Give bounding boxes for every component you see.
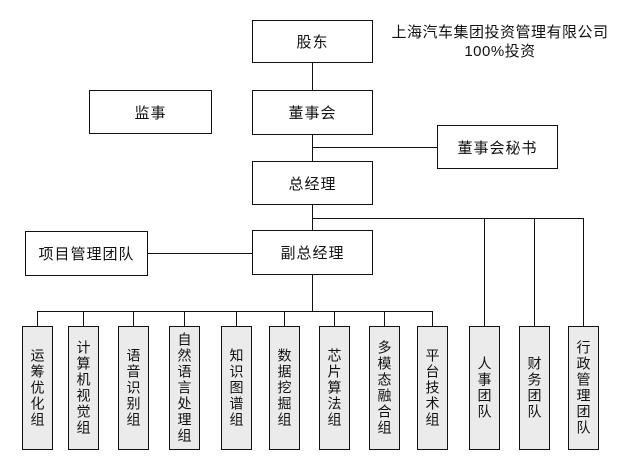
connector-drop-admin-team xyxy=(582,218,585,327)
connector-drop-group-9 xyxy=(431,311,434,327)
dept-box-speech-recognition: 语音识别组 xyxy=(118,326,149,450)
dept-label: 计算机视觉组 xyxy=(75,340,92,436)
dept-label: 多模态融合组 xyxy=(376,340,393,436)
dept-box-hr-team: 人事团队 xyxy=(469,326,500,450)
node-supervisor-label: 监事 xyxy=(134,104,167,122)
connector-drop-group-6 xyxy=(283,311,286,327)
dept-box-multimodal-fusion: 多模态融合组 xyxy=(369,326,400,450)
dept-box-knowledge-graph: 知识图谱组 xyxy=(221,326,252,450)
connector-drop-group-7 xyxy=(333,311,336,327)
dept-box-finance-team: 财务团队 xyxy=(519,326,550,450)
dept-label: 知识图谱组 xyxy=(228,348,245,428)
dept-label: 行政管理团队 xyxy=(575,340,592,436)
connector-gm-teams-branch xyxy=(311,217,585,219)
connector-drop-group-5 xyxy=(235,311,238,327)
connector-drop-group-2 xyxy=(82,311,85,327)
node-project-management-team: 项目管理团队 xyxy=(25,231,148,276)
dept-label: 运筹优化组 xyxy=(29,348,46,428)
connector-board-secretary xyxy=(312,146,437,148)
connector-board-gm xyxy=(311,134,314,162)
connector-drop-group-4 xyxy=(183,311,186,327)
node-deputy-general-manager: 副总经理 xyxy=(252,230,373,275)
node-general-manager: 总经理 xyxy=(252,161,373,205)
dept-label: 平台技术组 xyxy=(424,348,441,428)
node-general-manager-label: 总经理 xyxy=(288,175,337,193)
dept-box-computer-vision: 计算机视觉组 xyxy=(68,326,99,450)
dept-box-data-mining: 数据挖掘组 xyxy=(269,326,300,450)
node-supervisor: 监事 xyxy=(89,90,212,134)
node-deputy-general-manager-label: 副总经理 xyxy=(280,245,345,262)
connector-drop-group-3 xyxy=(132,311,135,327)
node-shareholder-label: 股东 xyxy=(296,34,329,51)
investor-note: 上海汽车集团投资管理有限公司 100%投资 xyxy=(388,23,612,61)
connector-drop-finance-team xyxy=(533,218,536,327)
connector-drop-group-8 xyxy=(383,311,386,327)
node-project-management-team-label: 项目管理团队 xyxy=(38,246,135,263)
node-board: 董事会 xyxy=(252,90,373,135)
node-shareholder: 股东 xyxy=(252,20,373,63)
connector-shareholder-board xyxy=(311,62,314,91)
dept-box-platform-technology: 平台技术组 xyxy=(417,326,448,450)
connector-groups-spine xyxy=(36,310,434,312)
dept-box-chip-algorithm: 芯片算法组 xyxy=(319,326,350,450)
dept-label: 自然语言处理组 xyxy=(176,332,193,444)
node-board-secretary-label: 董事会秘书 xyxy=(457,139,538,157)
dept-box-admin-management-team: 行政管理团队 xyxy=(568,326,599,450)
investor-note-line1: 上海汽车集团投资管理有限公司 xyxy=(391,24,609,41)
dept-label: 数据挖掘组 xyxy=(276,348,293,428)
dept-label: 财务团队 xyxy=(526,356,543,420)
connector-dgm-spine xyxy=(311,274,314,312)
dept-label: 人事团队 xyxy=(476,356,493,420)
dept-label: 芯片算法组 xyxy=(326,348,343,428)
connector-pmt-dgm xyxy=(147,252,253,254)
dept-box-nlp: 自然语言处理组 xyxy=(169,326,200,450)
node-board-label: 董事会 xyxy=(288,105,337,122)
connector-drop-hr-team xyxy=(483,218,486,327)
dept-label: 语音识别组 xyxy=(125,348,142,428)
node-board-secretary: 董事会秘书 xyxy=(437,125,558,169)
investor-note-line2: 100%投资 xyxy=(464,43,536,60)
connector-drop-group-1 xyxy=(36,311,39,327)
dept-box-operations-optimization: 运筹优化组 xyxy=(22,326,53,450)
